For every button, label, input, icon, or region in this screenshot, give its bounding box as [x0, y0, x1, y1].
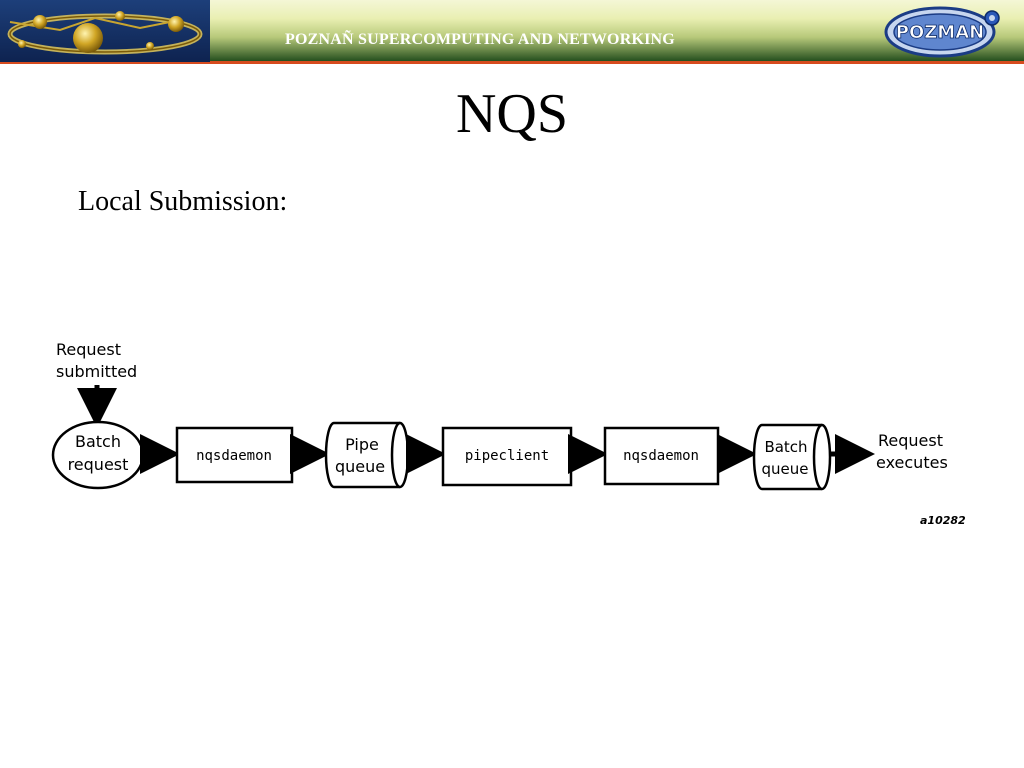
- node-batch-request-line1: Batch: [75, 432, 121, 451]
- start-label-line2: submitted: [56, 362, 137, 381]
- node-nqsdaemon-1: nqsdaemon: [175, 426, 294, 484]
- slide-subtitle: Local Submission:: [78, 186, 288, 217]
- banner-title: POZNAÑ SUPERCOMPUTING AND NETWORKING: [285, 31, 675, 48]
- logo-text: POZMAN: [896, 22, 984, 43]
- node-batch-queue-line2: queue: [762, 460, 809, 478]
- orbit-logo-icon: [0, 0, 210, 62]
- poznan-logo-icon: POZMAN: [884, 6, 1000, 58]
- node-batch-queue: Batch queue: [752, 423, 832, 491]
- node-pipe-queue: Pipe queue: [324, 421, 410, 489]
- end-label-line2: executes: [876, 453, 948, 472]
- node-batch-request: Batch request: [51, 420, 145, 490]
- node-pipeclient: pipeclient: [441, 426, 573, 487]
- header-divider: [0, 61, 1024, 64]
- figure-id: a10282: [920, 514, 966, 527]
- nqs-flow-diagram: Request submitted Batch request nqsdaemo…: [51, 340, 966, 527]
- node-nqsdaemon-2: nqsdaemon: [603, 426, 720, 486]
- node-nqsdaemon-2-label: nqsdaemon: [623, 448, 699, 464]
- node-pipeclient-label: pipeclient: [465, 448, 549, 464]
- node-batch-queue-line1: Batch: [764, 438, 807, 456]
- end-label-line1: Request: [878, 431, 943, 450]
- node-pipe-queue-line1: Pipe: [345, 435, 379, 454]
- start-label-line1: Request: [56, 340, 121, 359]
- node-pipe-queue-line2: queue: [335, 457, 385, 476]
- slide-title: NQS: [455, 83, 569, 145]
- node-batch-request-line2: request: [68, 455, 129, 474]
- node-nqsdaemon-1-label: nqsdaemon: [196, 448, 272, 464]
